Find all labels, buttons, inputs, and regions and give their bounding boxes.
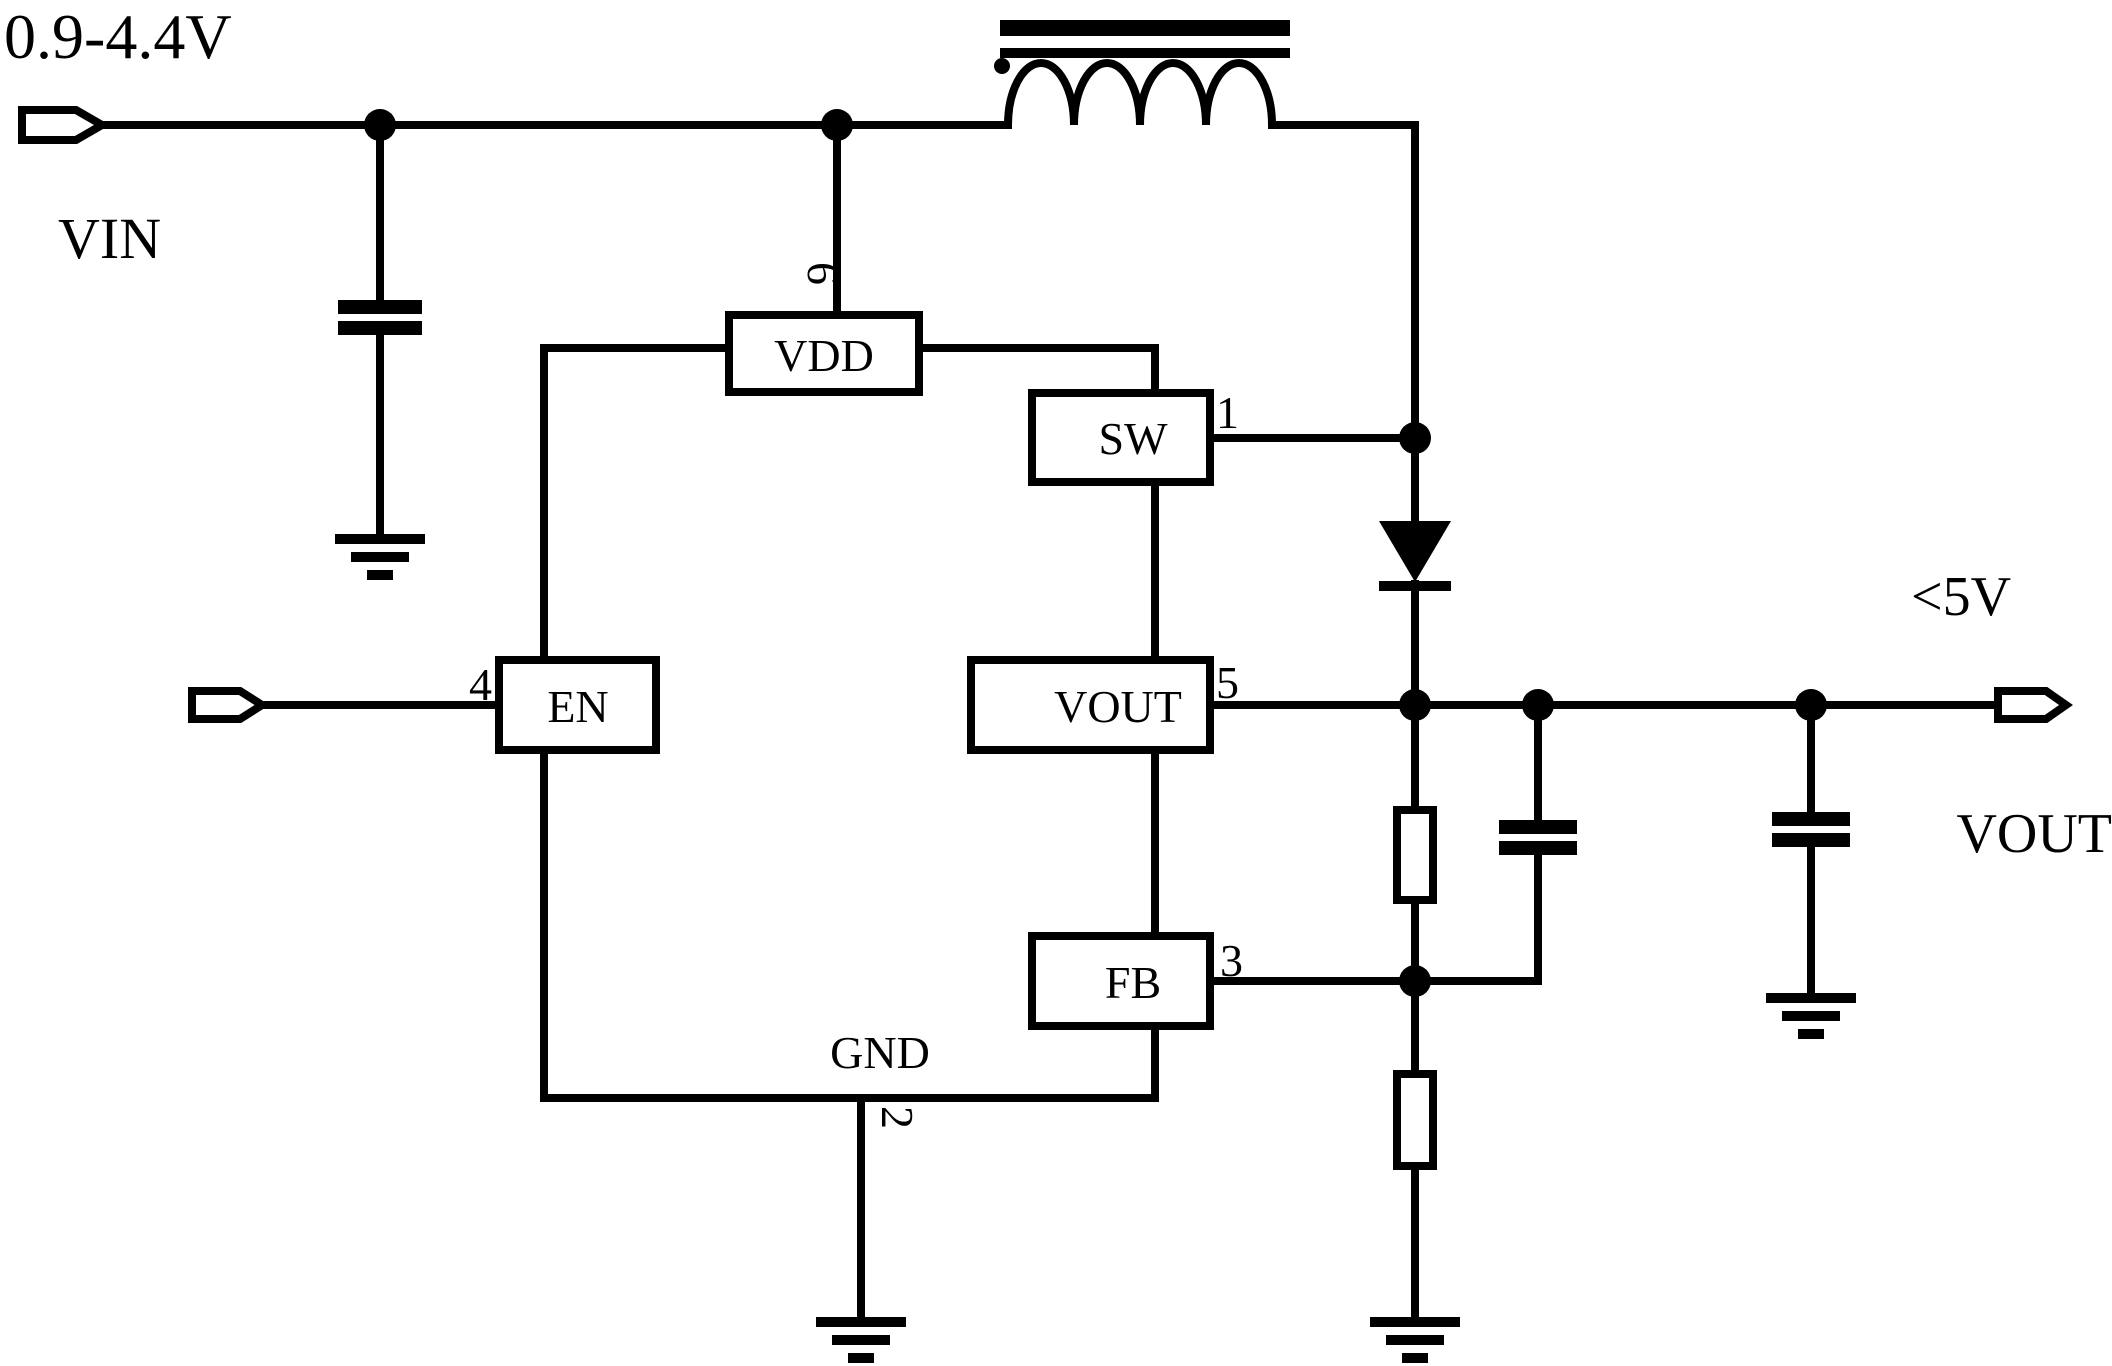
ground-bars-gnd-pin: [816, 1317, 906, 1363]
terminals: [18, 106, 2073, 723]
cap-right-plate-bottom: [1772, 833, 1850, 847]
inductor-core-bar-top: [1000, 20, 1290, 36]
pin-number-fb: 3: [1220, 935, 1243, 986]
pin-number-gnd: 2: [872, 1106, 923, 1129]
cap-mid-plate-bottom: [1499, 841, 1577, 855]
ground-bars-output-cap: [1766, 993, 1856, 1039]
pin-number-vdd: 6: [798, 262, 849, 285]
pin-label-sw: SW: [1099, 413, 1169, 464]
vout-terminal: [1994, 687, 2073, 723]
junction-dots: [364, 109, 1827, 997]
junction-vout-cap-right: [1795, 689, 1827, 721]
output-voltage-label: <5V: [1911, 566, 2011, 628]
junction-vout-divider: [1399, 689, 1431, 721]
wire-inductor-to-sw: [1268, 121, 1419, 442]
inductor: [994, 20, 1290, 130]
wires: [86, 121, 2008, 1322]
pin-label-fb: FB: [1105, 957, 1161, 1008]
en-terminal: [188, 687, 270, 723]
ground-symbol-output-cap: [1766, 993, 1856, 1039]
pin-label-en: EN: [547, 681, 608, 732]
vin-terminal: [18, 106, 111, 144]
vout-label: VOUT: [1956, 803, 2112, 865]
input-capacitor-plate-bottom: [338, 321, 422, 335]
inductor-core-bar-bottom: [1000, 48, 1290, 58]
junction-vout-cap-mid: [1522, 689, 1554, 721]
ground-symbol-divider: [1370, 1317, 1460, 1363]
ground-symbol-input: [335, 534, 425, 580]
pin-number-en: 4: [469, 659, 492, 710]
output-capacitor-mid: [1499, 820, 1577, 855]
junction-fb-node: [1399, 965, 1431, 997]
diode: [1379, 521, 1451, 591]
junction-sw-node: [1399, 422, 1431, 454]
ground-bars-divider: [1370, 1317, 1460, 1363]
text-labels: 0.9-4.4V VIN <5V VOUT VDD SW VOUT FB EN …: [4, 1, 2112, 1129]
ground-symbol-gnd-pin: [816, 1317, 906, 1363]
pin-label-vout: VOUT: [1054, 681, 1182, 732]
cap-right-plate-top: [1772, 812, 1850, 826]
input-voltage-label: 0.9-4.4V: [4, 1, 232, 72]
pin-label-vdd: VDD: [774, 330, 874, 381]
resistor-lower: [1393, 1070, 1437, 1170]
pin-box-sw: [1028, 389, 1214, 486]
pin-box-fb: [1028, 932, 1214, 1030]
ic-pin-boxes: [495, 311, 1214, 1030]
junction-vin-vdd: [821, 109, 853, 141]
inductor-coil: [1003, 59, 1277, 130]
pin-box-vout: [967, 656, 1214, 754]
resistor-upper: [1393, 806, 1437, 904]
ground-bars-input: [335, 534, 425, 580]
pin-label-gnd: GND: [830, 1027, 930, 1078]
output-capacitor-right: [1772, 812, 1850, 847]
input-capacitor: [338, 300, 422, 335]
diode-anode-triangle: [1379, 521, 1451, 582]
junction-vin-cap: [364, 109, 396, 141]
pin-number-vout: 5: [1216, 657, 1239, 708]
inductor-polarity-dot: [994, 58, 1010, 74]
pin-number-sw: 1: [1216, 387, 1239, 438]
cap-mid-plate-top: [1499, 820, 1577, 834]
feedback-resistors: [1393, 806, 1437, 1170]
pin-box-en: [495, 656, 660, 754]
vin-label: VIN: [58, 206, 161, 271]
pin-box-vdd: [725, 311, 923, 396]
input-capacitor-plate-top: [338, 300, 422, 314]
